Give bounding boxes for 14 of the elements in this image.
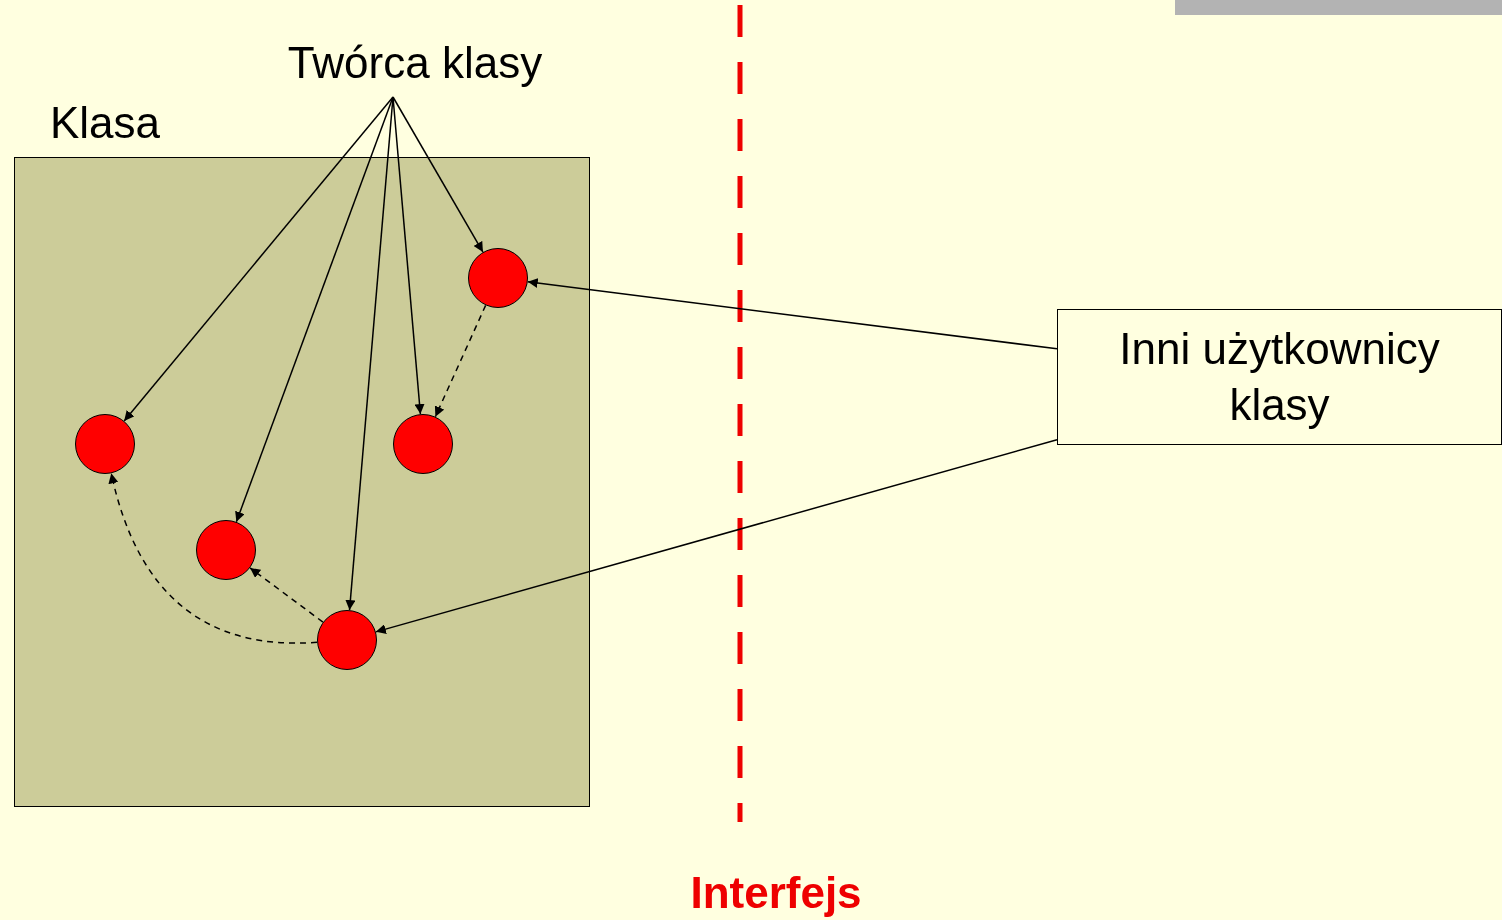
dashed-arrow	[434, 304, 487, 418]
dashed-arrow	[108, 472, 318, 644]
actor-box: Inni użytkownicy klasy	[1057, 309, 1502, 445]
arrow	[527, 278, 1058, 350]
arrow	[375, 439, 1058, 634]
arrow	[392, 96, 484, 253]
container-title: Klasa	[50, 97, 161, 149]
arrow	[123, 96, 394, 422]
bar	[1175, 0, 1502, 15]
arrow	[392, 96, 425, 415]
interface-label: Interfejs	[689, 867, 863, 919]
actor-label: Twórca klasy	[270, 35, 560, 97]
dashed-arrow	[249, 567, 324, 623]
arrow	[235, 96, 394, 523]
